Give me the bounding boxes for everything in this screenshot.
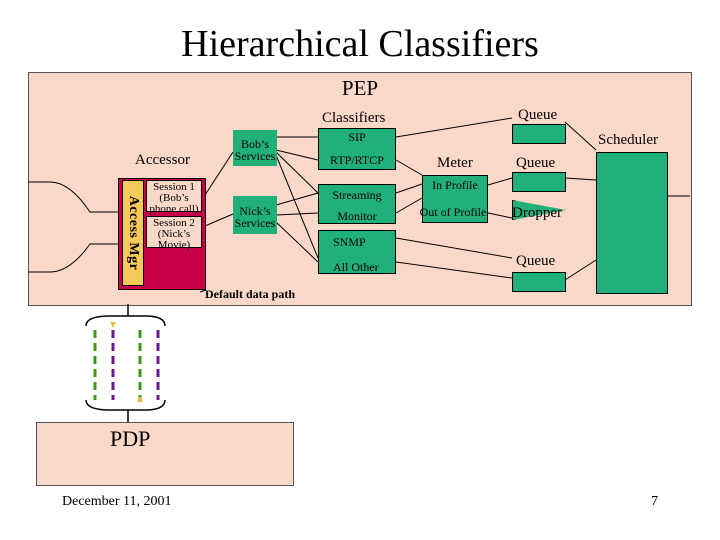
- access-mgr-label: Access Mgr: [126, 195, 141, 271]
- nicks-services-box: Nick’s Services: [233, 196, 277, 234]
- dropper-label: Dropper: [512, 205, 562, 221]
- channel-arrow-top: [110, 322, 116, 328]
- queue-middle-label: Queue: [516, 155, 556, 171]
- meter-out-profile-label: Out of Profile: [419, 205, 487, 219]
- slide-title: Hierarchical Classifiers: [181, 23, 539, 65]
- accessor-label: Accessor: [135, 152, 190, 168]
- scheduler-box: [596, 152, 668, 294]
- pdp-label: PDP: [110, 426, 151, 451]
- queue-bottom-label: Queue: [516, 253, 556, 269]
- input-line-top: [28, 181, 118, 213]
- classifier-sip-rtp-box: SIP RTP/RTCP: [318, 128, 396, 170]
- classifier-snmp-other-box: SNMP All Other: [318, 230, 396, 274]
- classifier-streaming-label: Streaming: [332, 188, 382, 202]
- channel-arrow-bottom: [137, 396, 143, 402]
- bobs-services-label: Bob’s Services: [234, 137, 276, 163]
- session-2-label: Session 2 (Nick’s Movie): [153, 217, 195, 251]
- access-mgr-box: Access Mgr: [122, 180, 144, 286]
- pdp-box: [36, 422, 294, 486]
- scheduler-label: Scheduler: [598, 132, 658, 148]
- pdp-bracket-top: [85, 315, 166, 327]
- pep-label: PEP: [341, 76, 379, 100]
- classifier-rtp-label: RTP/RTCP: [330, 153, 384, 167]
- classifiers-label: Classifiers: [322, 110, 386, 126]
- pdp-bracket-bottom: [85, 399, 166, 411]
- slide-page-number: 7: [651, 494, 658, 509]
- meter-box: In Profile Out of Profile: [419, 175, 488, 223]
- queue-top-box: [512, 124, 566, 144]
- meter-in-profile-label: In Profile: [432, 178, 478, 192]
- default-data-path-label: Default data path: [205, 287, 296, 301]
- classifier-all-other-label: All Other: [333, 260, 379, 274]
- meter-label: Meter: [437, 155, 473, 171]
- slide-date: December 11, 2001: [62, 494, 172, 509]
- session-1-box: Session 1 (Bob’s phone call): [146, 180, 202, 215]
- classifier-monitor-label: Monitor: [337, 209, 377, 223]
- session-2-box: Session 2 (Nick’s Movie): [146, 216, 202, 251]
- nicks-services-label: Nick’s Services: [234, 204, 276, 230]
- queue-top-label: Queue: [518, 107, 558, 123]
- classifier-snmp-label: SNMP: [333, 235, 366, 249]
- bobs-services-box: Bob’s Services: [233, 130, 277, 166]
- classifier-streaming-monitor-box: Streaming Monitor: [318, 184, 396, 224]
- queue-bottom-box: [512, 272, 566, 292]
- classifier-sip-label: SIP: [348, 130, 366, 144]
- session-1-label: Session 1 (Bob’s phone call): [149, 181, 199, 215]
- input-line-bottom: [28, 243, 118, 273]
- queue-middle-box: [512, 172, 566, 192]
